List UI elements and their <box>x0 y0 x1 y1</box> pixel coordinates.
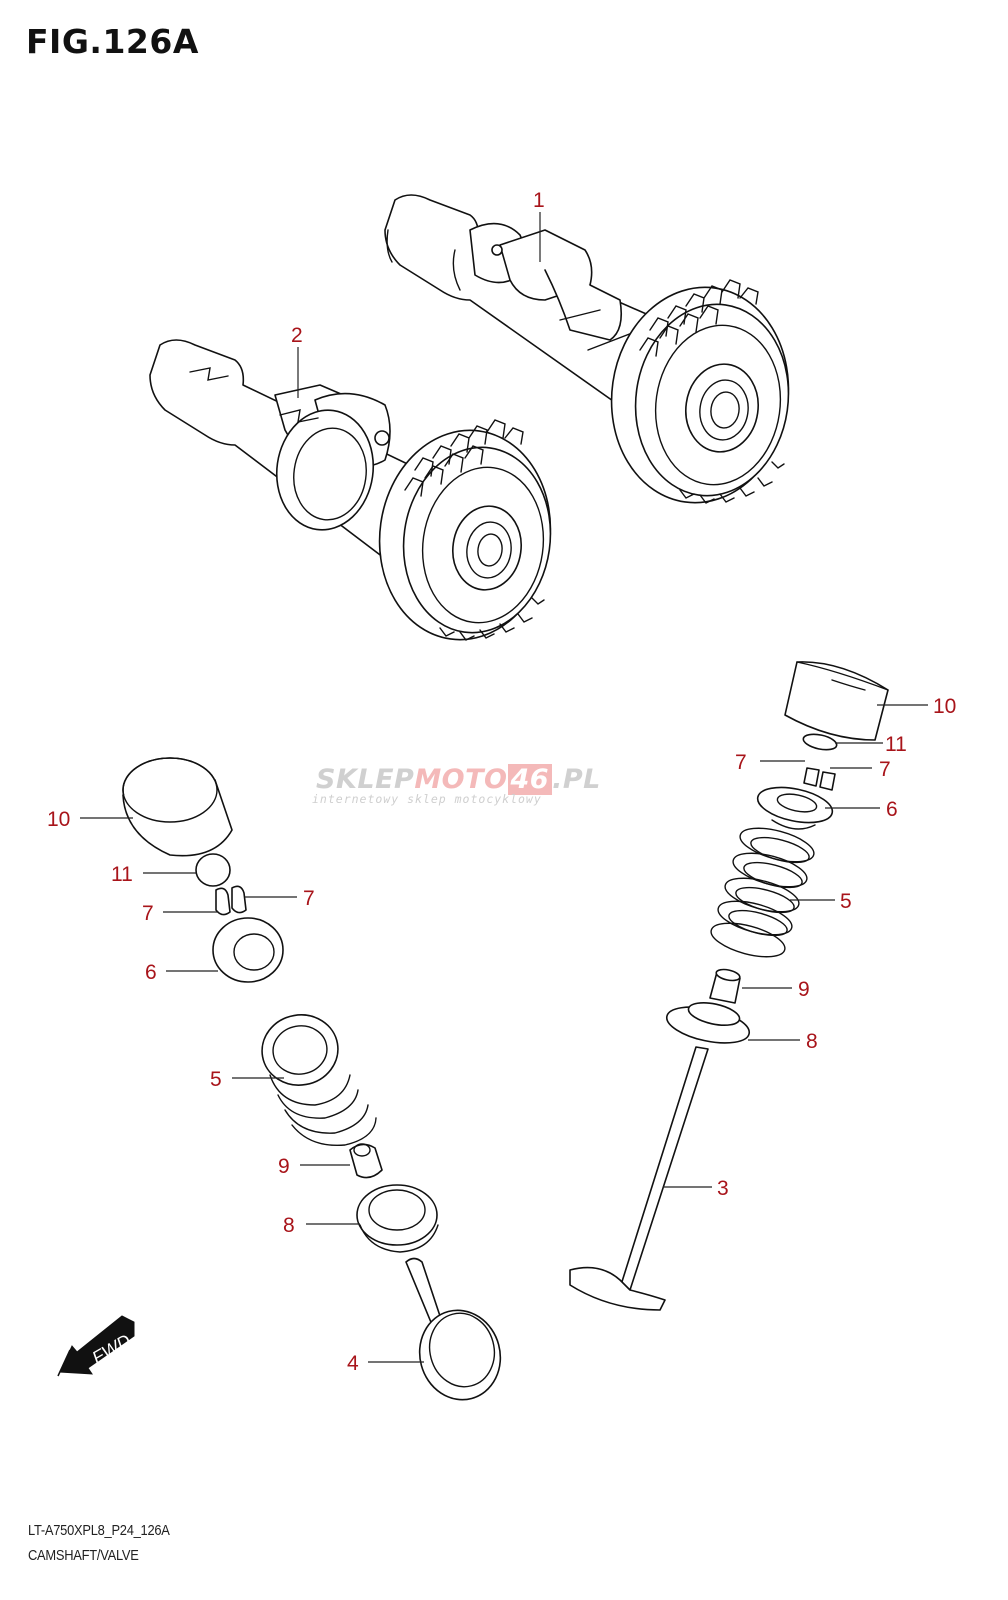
callout-3: 3 <box>663 1177 729 1200</box>
stem-seal-left[interactable] <box>349 1143 383 1179</box>
tappet-right[interactable] <box>784 661 889 741</box>
callout-number: 2 <box>291 324 303 347</box>
callout-1: 1 <box>533 189 545 262</box>
fwd-arrow-icon: FWD <box>57 1315 135 1377</box>
spring-seat-left[interactable] <box>356 1184 439 1253</box>
callout-11-left: 11 <box>111 863 196 886</box>
callout-7-left-a: 7 <box>142 902 218 925</box>
section-name: CAMSHAFT/VALVE <box>28 1547 139 1564</box>
spring-seat-right[interactable] <box>664 999 753 1050</box>
callout-number: 7 <box>879 758 891 781</box>
callout-number: 6 <box>145 961 157 984</box>
callout-7-right-b: 7 <box>830 758 891 781</box>
camshaft-2[interactable] <box>149 339 564 651</box>
valve-left[interactable] <box>405 1257 510 1409</box>
retainer-right[interactable] <box>755 781 836 830</box>
shim-left[interactable] <box>195 853 231 887</box>
cotter-right-b[interactable] <box>819 771 836 791</box>
callout-7-left-b: 7 <box>245 887 315 910</box>
callout-number: 9 <box>798 978 810 1001</box>
callout-7-right-a: 7 <box>735 751 805 774</box>
model-code: LT-A750XPL8_P24_126A <box>28 1522 170 1539</box>
callout-number: 8 <box>806 1030 818 1053</box>
callout-10-right: 10 <box>877 695 956 718</box>
callout-2: 2 <box>291 324 303 398</box>
retainer-left[interactable] <box>212 917 284 983</box>
forward-direction-badge: FWD <box>50 1310 140 1386</box>
stem-seal-right[interactable] <box>709 968 741 1004</box>
watermark-part-sklep: SKLEP <box>316 764 415 795</box>
cotter-left-b[interactable] <box>231 885 247 914</box>
callout-number: 10 <box>47 808 70 831</box>
callout-number: 11 <box>111 863 133 886</box>
callout-number: 3 <box>717 1177 729 1200</box>
callout-8-right: 8 <box>748 1030 818 1053</box>
callout-number: 10 <box>933 695 956 718</box>
watermark-part-moto: MOTO <box>414 764 508 795</box>
callout-8-left: 8 <box>283 1214 360 1237</box>
callout-6-left: 6 <box>145 961 218 984</box>
callout-number: 5 <box>840 890 852 913</box>
callout-5-left: 5 <box>210 1068 284 1091</box>
shim-right[interactable] <box>802 732 838 753</box>
watermark-part-pl: .PL <box>552 764 601 795</box>
callout-11-right: 11 <box>835 733 907 756</box>
callout-number: 9 <box>278 1155 290 1178</box>
valve-right[interactable] <box>569 1046 709 1311</box>
callout-number: 8 <box>283 1214 295 1237</box>
camshaft-1[interactable] <box>384 194 802 514</box>
callout-number: 1 <box>533 189 545 212</box>
callout-number: 6 <box>886 798 898 821</box>
callout-4: 4 <box>347 1352 424 1375</box>
callout-number: 7 <box>303 887 315 910</box>
cotter-left-a[interactable] <box>215 887 231 916</box>
tappet-left[interactable] <box>122 757 233 857</box>
callout-number: 7 <box>735 751 747 774</box>
figure-title: FIG.126A <box>26 22 199 61</box>
callout-number: 7 <box>142 902 154 925</box>
watermark-part-46: 46 <box>507 764 553 795</box>
callout-number: 11 <box>885 733 907 756</box>
callout-9-right: 9 <box>742 978 810 1001</box>
callout-number: 5 <box>210 1068 222 1091</box>
watermark-tagline: internetowy sklep motocyklowy <box>312 792 542 806</box>
callout-6-right: 6 <box>825 798 898 821</box>
callout-10-left: 10 <box>47 808 133 831</box>
callout-number: 4 <box>347 1352 359 1375</box>
callout-5-right: 5 <box>790 890 852 913</box>
callout-9-left: 9 <box>278 1155 350 1178</box>
cotter-right-a[interactable] <box>803 767 820 787</box>
spring-left[interactable] <box>256 1009 377 1147</box>
spring-right[interactable] <box>708 822 818 964</box>
